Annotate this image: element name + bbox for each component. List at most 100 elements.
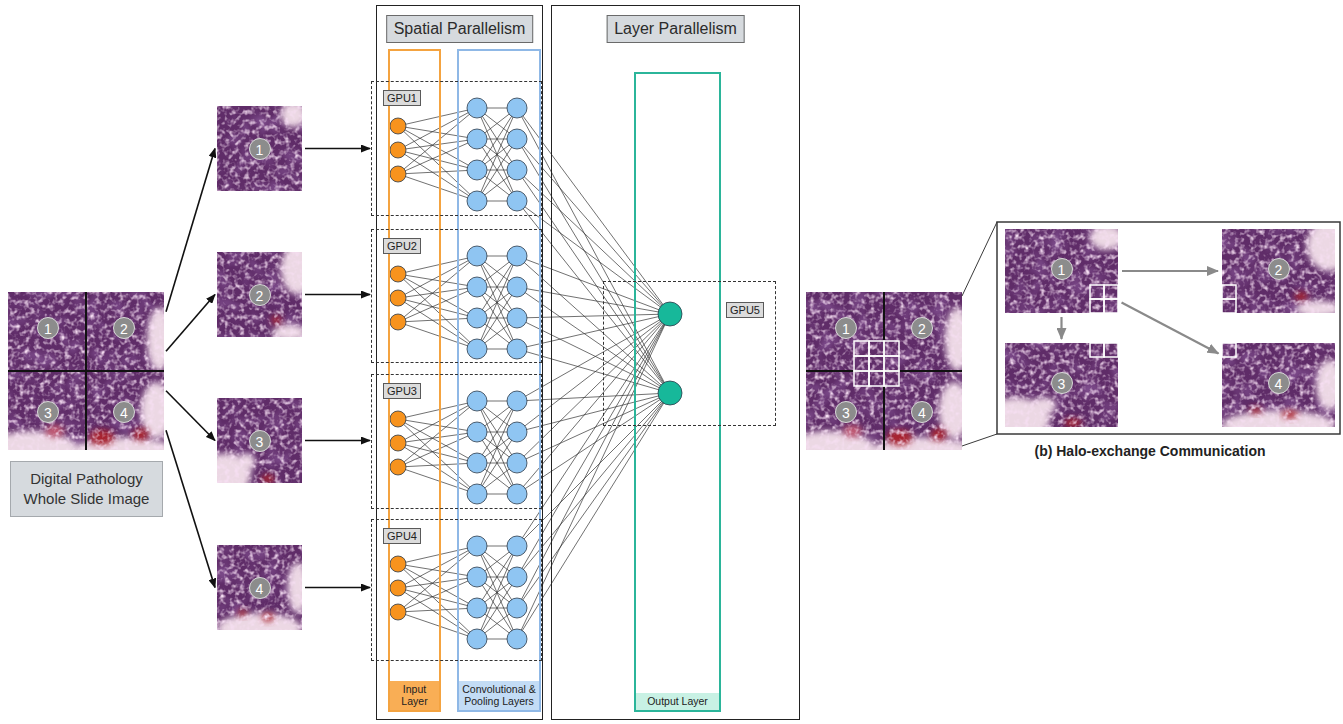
neuron: [467, 453, 487, 473]
neuron-link: [477, 256, 517, 349]
halo-cell: [1104, 343, 1118, 357]
neuron: [467, 98, 487, 118]
arrow-connector: [166, 430, 215, 587]
image-tile: 1234: [8, 292, 164, 450]
tissue-texture: [806, 292, 962, 450]
tissue-shade: [217, 545, 302, 630]
tissue-ground: [1222, 229, 1335, 313]
gpu-group: GPU2: [371, 229, 542, 363]
tissue-ground: [217, 545, 302, 630]
halo-cell: [869, 356, 884, 371]
neuron: [507, 308, 527, 328]
neuron-link: [398, 608, 477, 612]
figure-caption: (b) Halo-exchange Communication: [960, 443, 1340, 459]
tissue-ground: [806, 292, 962, 450]
neuron-link: [398, 432, 477, 467]
callout-number: 2: [911, 317, 933, 339]
neuron: [507, 567, 527, 587]
callout-number: 4: [113, 401, 135, 423]
neuron: [390, 266, 406, 282]
callout-number: 1: [37, 317, 59, 339]
neuron: [507, 536, 527, 556]
neuron: [467, 246, 487, 266]
neuron-link: [398, 401, 477, 419]
arrow-connector: [166, 295, 215, 352]
image-tile: 2: [217, 252, 302, 337]
neuron-link: [398, 318, 477, 322]
halo-cell: [1090, 285, 1104, 299]
tissue-texture: [1222, 343, 1335, 427]
zoom-panel: [997, 222, 1340, 434]
arrow-connector: [305, 294, 370, 296]
arrow-connector: [1122, 270, 1218, 272]
neuron: [390, 580, 406, 596]
neuron: [507, 191, 527, 211]
callout-number: 1: [835, 317, 857, 339]
arrow-connector: [166, 149, 215, 312]
neuron: [467, 598, 487, 618]
panel-heading: Layer Parallelism: [606, 15, 745, 43]
neuron-link: [477, 108, 517, 201]
halo-cell: [1104, 285, 1118, 299]
tissue-shade: [8, 292, 164, 450]
callout-number: 3: [835, 401, 857, 423]
neuron: [507, 422, 527, 442]
neuron: [390, 604, 406, 620]
gpu-label: GPU3: [383, 383, 421, 399]
tissue-texture: [217, 252, 302, 337]
tissue-shade: [806, 292, 962, 450]
neuron: [507, 484, 527, 504]
tissue-ground: [217, 398, 302, 483]
image-tile: 1: [1005, 229, 1118, 313]
halo-cell: [1222, 343, 1236, 357]
layer-label: Input Layer: [390, 681, 439, 710]
callout-number: 2: [249, 284, 271, 306]
neuron: [507, 453, 527, 473]
callout-number: 3: [1051, 372, 1073, 394]
neuron: [467, 536, 487, 556]
halo-cell: [854, 341, 869, 356]
tissue-shade: [1005, 343, 1118, 427]
tissue-texture: [1222, 229, 1335, 313]
tissue-ground: [1222, 343, 1335, 427]
layer-label: Output Layer: [636, 693, 719, 710]
tissue-shade: [1222, 343, 1335, 427]
neuron-link: [398, 322, 477, 349]
neuron-link: [398, 588, 477, 608]
image-tile: 2: [1222, 229, 1335, 313]
neuron-link: [398, 546, 477, 588]
neuron-link: [477, 401, 517, 494]
neuron-link: [477, 401, 517, 494]
neuron-link: [477, 546, 517, 639]
halo-cell: [884, 341, 899, 356]
neuron: [390, 314, 406, 330]
callout-number: 3: [37, 401, 59, 423]
tissue-image: [1005, 229, 1118, 313]
arrow-connector: [305, 587, 370, 589]
tissue-image: [1222, 229, 1335, 313]
layer-column: Input Layer: [388, 49, 441, 712]
image-tile: 1: [217, 106, 302, 191]
neuron: [658, 302, 682, 326]
neuron-link: [477, 546, 517, 639]
neuron: [467, 129, 487, 149]
neuron: [507, 598, 527, 618]
neuron-link: [398, 108, 477, 174]
neuron-link: [398, 108, 477, 126]
callout-number: 3: [249, 430, 271, 452]
neuron: [467, 484, 487, 504]
neuron-link: [398, 256, 477, 298]
arrow-connector: [305, 440, 370, 442]
neuron: [507, 129, 527, 149]
halo-cell: [854, 371, 869, 386]
neuron: [390, 435, 406, 451]
halo-cell: [1090, 299, 1104, 313]
neuron: [507, 391, 527, 411]
neuron-link: [477, 256, 517, 349]
neuron-link: [398, 401, 477, 467]
neuron-link: [398, 256, 477, 274]
tissue-shade: [217, 398, 302, 483]
